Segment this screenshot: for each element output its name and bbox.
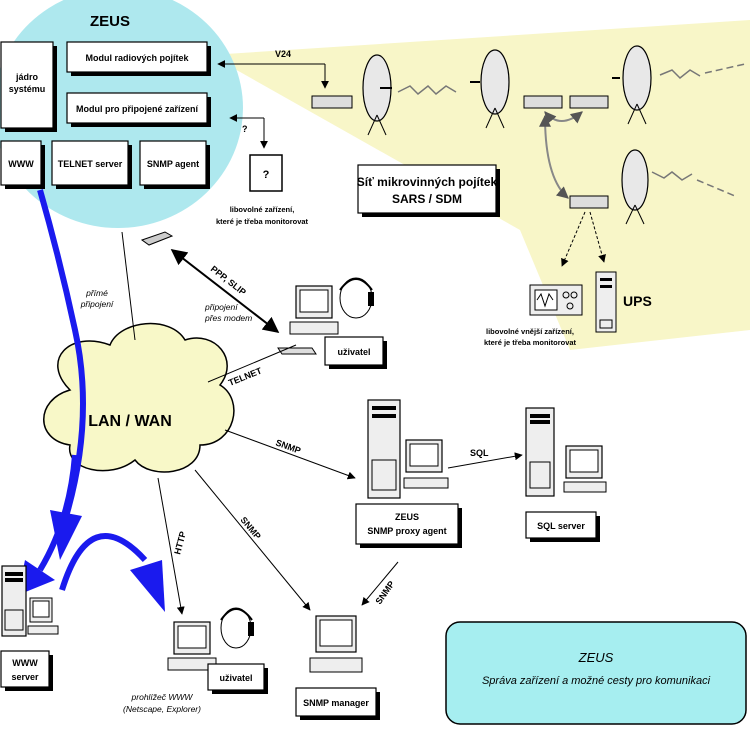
svg-text:SQL server: SQL server	[537, 521, 585, 531]
snmp-proxy-link	[224, 429, 356, 480]
svg-text:Modul radiových pojítek: Modul radiových pojítek	[85, 53, 189, 63]
lan-wan-cloud: LAN / WAN	[43, 322, 235, 473]
module-www: WWW	[0, 140, 45, 189]
www-server-tower	[1, 565, 27, 637]
proxy-manager-link	[361, 561, 399, 606]
ups-unit: UPS	[595, 271, 652, 333]
radio-unit-4	[569, 195, 609, 209]
svg-text:SARS / SDM: SARS / SDM	[392, 192, 462, 206]
svg-text:WWW: WWW	[12, 658, 38, 668]
monitored-device: ? libovolné zařízení, které je třeba mon…	[216, 154, 309, 226]
flow-arrow-3	[59, 533, 148, 591]
svg-text:LAN / WAN: LAN / WAN	[88, 413, 172, 430]
browser-label-1: prohlížeč WWW	[131, 692, 194, 702]
svg-text:ZEUS: ZEUS	[578, 650, 614, 665]
flow-arrow-2	[37, 454, 78, 572]
sql-monitor	[563, 445, 607, 493]
device-question-label: ?	[242, 124, 248, 134]
svg-text:přímé: přímé	[85, 288, 108, 298]
svg-text:server: server	[11, 672, 39, 682]
sql-tower	[525, 407, 555, 497]
www-server-monitor	[27, 597, 59, 635]
svg-text:které je třeba monitorovat: které je třeba monitorovat	[484, 338, 577, 347]
user-2-label: uživatel	[207, 663, 268, 694]
external-device: libovolné vnější zařízení, které je třeb…	[484, 284, 583, 347]
svg-text:SNMP proxy agent: SNMP proxy agent	[367, 526, 446, 536]
proxy-tower	[367, 399, 401, 499]
snmp-manager-link	[194, 469, 311, 611]
ppp-slip-link	[170, 249, 280, 333]
svg-text:připojení: připojení	[204, 302, 239, 312]
svg-text:libovolné zařízení,: libovolné zařízení,	[230, 205, 295, 214]
proxy-monitor	[403, 439, 449, 489]
browser-label-2: (Netscape, Explorer)	[123, 704, 201, 714]
svg-text:PPP, SLIP: PPP, SLIP	[209, 264, 248, 298]
svg-text:jádro: jádro	[15, 72, 39, 82]
svg-text:uživatel: uživatel	[337, 347, 370, 357]
svg-text:Síť mikrovinných pojítek: Síť mikrovinných pojítek	[357, 175, 498, 189]
svg-text:Správa zařízení a možné cesty: Správa zařízení a možné cesty pro komuni…	[482, 675, 711, 687]
zeus-title: ZEUS	[90, 13, 130, 30]
manager-label: SNMP manager	[295, 687, 380, 720]
module-devices: Modul pro připojené zařízení	[66, 92, 211, 127]
svg-text:systému: systému	[9, 84, 46, 94]
manager-computer	[309, 615, 363, 673]
radio-wave-2	[659, 69, 701, 80]
svg-text:ZEUS: ZEUS	[395, 512, 419, 522]
http-link	[157, 477, 185, 615]
module-core: jádro systému	[0, 41, 57, 132]
svg-text:HTTP: HTTP	[172, 530, 188, 555]
proxy-label: ZEUS SNMP proxy agent	[355, 503, 462, 548]
svg-text:libovolné vnější zařízení,: libovolné vnější zařízení,	[486, 327, 574, 336]
antenna-dish-3	[612, 45, 652, 125]
svg-text:?: ?	[263, 169, 270, 181]
radio-wave-1	[397, 84, 457, 96]
module-telnet: TELNET server	[51, 140, 132, 189]
caption-box: ZEUS Správa zařízení a možné cesty pro k…	[445, 621, 747, 725]
svg-text:připojení: připojení	[80, 299, 115, 309]
svg-text:SNMP agent: SNMP agent	[147, 159, 199, 169]
antenna-dish-1	[362, 54, 392, 136]
svg-text:TELNET: TELNET	[227, 365, 264, 388]
svg-text:WWW: WWW	[8, 159, 34, 169]
antenna-dish-2	[470, 49, 510, 129]
www-server-label: WWW server	[0, 650, 53, 691]
svg-text:UPS: UPS	[623, 293, 652, 309]
radio-network-title: Síť mikrovinných pojítek SARS / SDM	[357, 164, 500, 217]
v24-label: V24	[275, 49, 291, 59]
svg-text:přes modem: přes modem	[204, 313, 252, 323]
antenna-dish-4	[621, 149, 649, 225]
svg-text:SQL: SQL	[470, 448, 489, 458]
modem	[140, 231, 174, 246]
flow-arrow-1	[37, 189, 86, 521]
svg-text:SNMP: SNMP	[373, 579, 396, 606]
telnet-link	[207, 344, 297, 383]
svg-text:uživatel: uživatel	[219, 673, 252, 683]
svg-text:které je třeba monitorovat: které je třeba monitorovat	[216, 217, 309, 226]
sql-label: SQL server	[525, 511, 600, 542]
sql-link	[447, 452, 523, 469]
user-2-computer	[167, 621, 217, 671]
user-1-computer	[277, 285, 339, 355]
radio-unit-1	[311, 95, 353, 109]
user-1-label: uživatel	[324, 336, 387, 369]
module-radio: Modul radiových pojítek	[66, 41, 211, 76]
svg-text:SNMP manager: SNMP manager	[303, 698, 369, 708]
svg-text:TELNET server: TELNET server	[58, 159, 123, 169]
direct-link	[121, 231, 136, 341]
user-1-person	[339, 277, 374, 319]
module-snmp-agent: SNMP agent	[139, 140, 210, 189]
radio-wave-3	[651, 171, 693, 181]
radio-unit-2	[523, 95, 563, 109]
svg-text:Modul pro připojené zařízení: Modul pro připojené zařízení	[76, 104, 199, 114]
radio-unit-3	[569, 95, 609, 109]
user-2-person	[220, 607, 254, 649]
